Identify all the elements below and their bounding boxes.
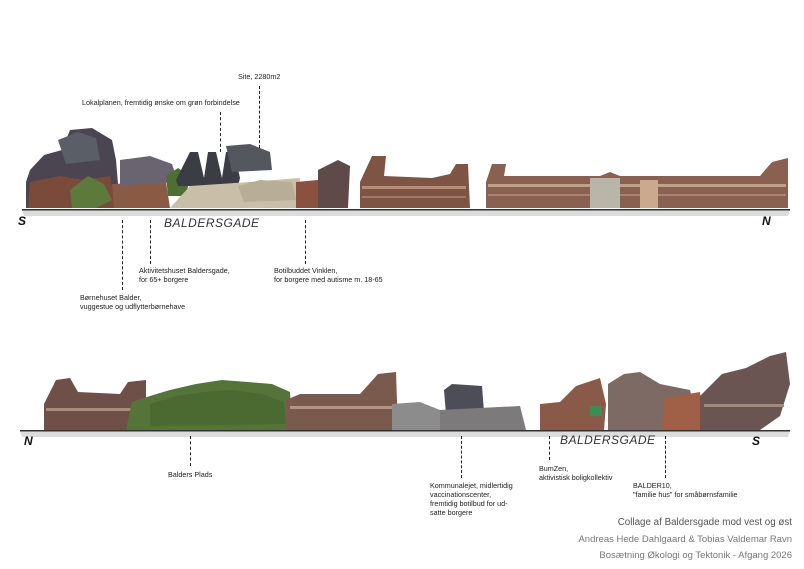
bottom-compass-left: N (24, 434, 33, 448)
credits-authors: Andreas Hede Dahlgaard & Tobias Valdemar… (578, 534, 792, 545)
label-kommunalejet: Kommunalejet, midlertidig vaccinationsce… (430, 481, 513, 517)
top-building-block-1 (360, 156, 470, 208)
bottom-street-name: BALDERSGADE (560, 433, 656, 447)
leader-kommunalejet (461, 436, 462, 478)
top-greenery-south (70, 176, 112, 208)
leader-botilbuddet (305, 220, 306, 264)
leader-site (259, 86, 260, 148)
leader-lokalplanen (220, 112, 221, 152)
bottom-compass-right: S (752, 434, 761, 448)
leader-balders-plads (190, 436, 191, 466)
leader-bornehuset (122, 220, 123, 290)
top-building-sawtooth-hall (176, 152, 240, 186)
top-street-name: BALDERSGADE (164, 216, 260, 230)
leader-bumzen (549, 436, 550, 460)
top-compass-right: N (762, 214, 771, 228)
label-site: Site, 2280m2 (238, 72, 281, 81)
label-botilbuddet: Botilbuddet Vinklen, for borgere med aut… (274, 266, 383, 284)
top-building-block-2 (486, 158, 788, 208)
label-balder10: BALDER10, "familie hus" for småbørnsfami… (633, 481, 738, 499)
top-building-vinklen (296, 180, 320, 208)
label-bornehuset: Børnehuset Balder, vuggestue og udflytte… (80, 293, 186, 311)
top-building-aktivitetshuset (112, 182, 170, 208)
label-bumzen: BumZen, aktivistisk boligkollektiv (539, 464, 613, 482)
credits-course: Bosætning Økologi og Tektonik - Afgang 2… (599, 550, 792, 561)
leader-balder10 (665, 436, 666, 478)
top-street-band (22, 210, 790, 216)
top-compass-left: S (18, 214, 27, 228)
leader-aktivitetshuset (150, 220, 151, 264)
label-aktivitetshuset: Aktivitetshuset Baldersgade, for 65+ bor… (139, 266, 230, 284)
credits-title: Collage af Baldersgade mod vest og øst (617, 517, 792, 528)
label-balders-plads: Balders Plads (168, 470, 213, 479)
label-lokalplanen: Lokalplanen, fremtidig ønske om grøn for… (82, 98, 240, 107)
